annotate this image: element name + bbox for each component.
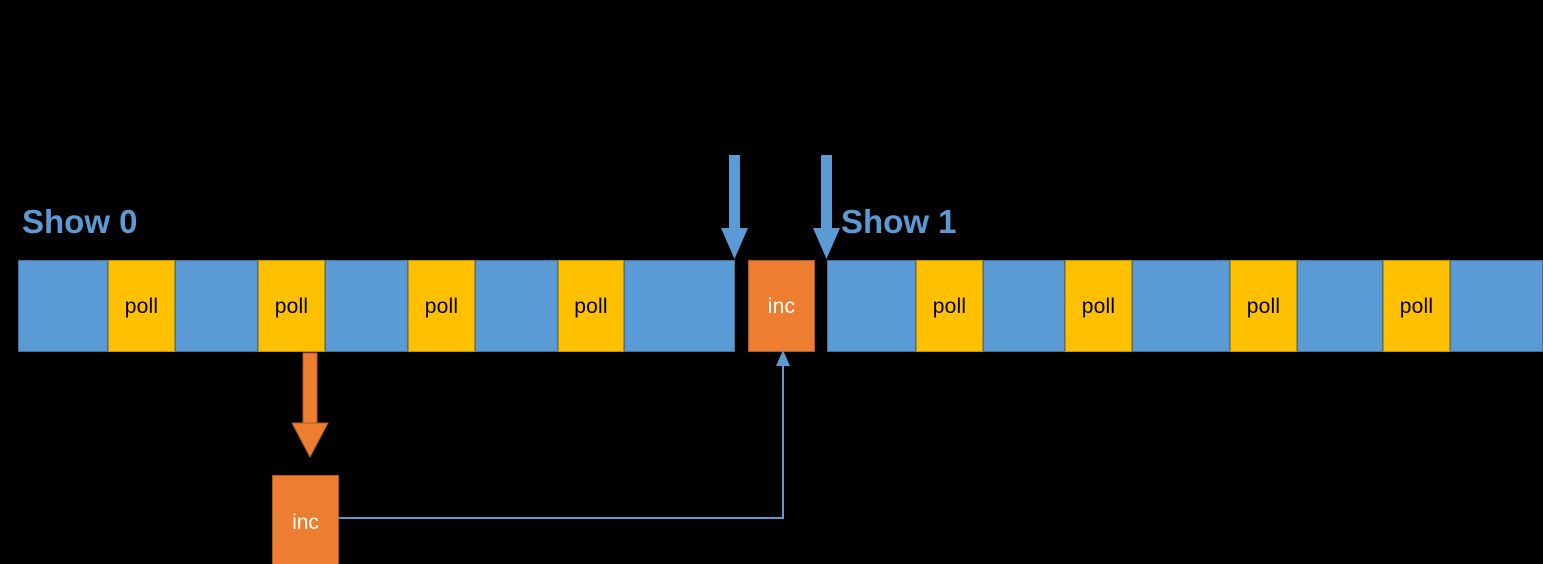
inc-connector-icon — [339, 350, 790, 519]
segment-poll[interactable]: poll — [108, 260, 175, 352]
label-show-1: Show 1 — [841, 203, 957, 240]
segment-idle — [1297, 260, 1383, 352]
segment-idle — [983, 260, 1065, 352]
vsync-arrow-1-icon — [813, 155, 840, 259]
segment-poll[interactable]: poll — [408, 260, 475, 352]
inc-block-bottom[interactable]: inc — [272, 475, 339, 564]
segment-idle — [827, 260, 916, 352]
segment-poll[interactable]: poll — [558, 260, 624, 352]
defer-arrow-icon — [291, 352, 329, 459]
segment-idle — [175, 260, 258, 352]
segment-poll[interactable]: poll — [1230, 260, 1297, 352]
segment-poll[interactable]: poll — [1065, 260, 1132, 352]
timeline-show-1: poll poll poll poll — [827, 260, 1543, 352]
segment-idle — [18, 260, 108, 352]
segment-idle — [624, 260, 735, 352]
segment-idle — [325, 260, 408, 352]
timeline-inc: inc — [748, 260, 815, 352]
segment-idle — [1132, 260, 1230, 352]
segment-idle — [1450, 260, 1543, 352]
segment-poll[interactable]: poll — [1383, 260, 1450, 352]
segment-idle — [475, 260, 558, 352]
segment-inc[interactable]: inc — [748, 260, 815, 352]
timeline-show-0: poll poll poll poll — [18, 260, 735, 352]
vsync-arrow-0-icon — [721, 155, 748, 259]
segment-poll[interactable]: poll — [916, 260, 983, 352]
segment-poll[interactable]: poll — [258, 260, 325, 352]
label-show-0: Show 0 — [22, 203, 138, 240]
